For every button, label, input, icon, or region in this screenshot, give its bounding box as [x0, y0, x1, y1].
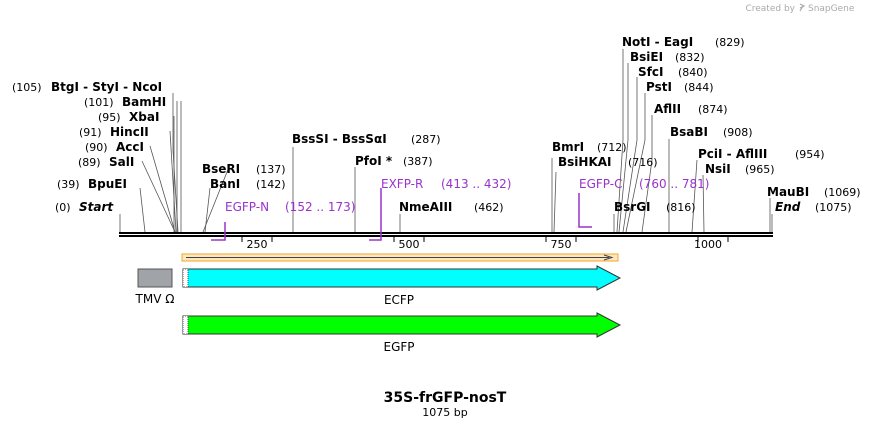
map-length: 1075 bp [422, 406, 467, 419]
site-bpuei: BpuEI [88, 177, 127, 191]
site-pos-hincii: (91) [79, 126, 102, 139]
primer-egfp-n-name: EGFP-N [225, 200, 269, 214]
site-pos-bsabi: (908) [723, 126, 753, 139]
site-nsii: NsiI [705, 162, 731, 176]
site-pos-aflii: (874) [698, 103, 728, 116]
site-pos-pcii: (954) [795, 148, 825, 161]
site-bsabi: BsaBI [670, 125, 708, 139]
site-pos-bmri: (712) [597, 141, 627, 154]
primer-egfp-n-range: (152 .. 173) [285, 200, 355, 214]
start-pos: (0) [55, 201, 71, 214]
site-bsssi: BssSI - BssSαI [292, 132, 387, 146]
primer-egfp-c-range: (760 .. 781) [639, 177, 709, 191]
site-sali: SalI [109, 155, 134, 169]
site-pos-btgi: (105) [12, 81, 42, 94]
feature-egfp[interactable] [182, 312, 622, 338]
backbone [119, 232, 773, 237]
site-bmri: BmrI [552, 140, 584, 154]
primer-exfp-r-range: (413 .. 432) [441, 177, 511, 191]
site-maubi: MauBI [767, 185, 809, 199]
tick-label-250: 250 [247, 238, 268, 251]
site-pos-sfci: (840) [678, 66, 708, 79]
start-label: Start [79, 200, 114, 214]
site-acci: AccI [116, 140, 144, 154]
site-pos-pfoi: (387) [403, 155, 433, 168]
site-nmeaiii: NmeAIII [399, 200, 452, 214]
site-pos-nsii: (965) [745, 163, 775, 176]
feature-ecfp-label: ECFP [384, 293, 414, 307]
primer-exfp-r[interactable]: EXFP-R (413 .. 432) [369, 177, 511, 241]
site-pos-bsiei: (832) [675, 51, 705, 64]
site-btgi-styi-ncoi: BtgI - StyI - NcoI [51, 80, 162, 94]
tick-label-750: 750 [551, 238, 572, 251]
end-pos: (1075) [815, 201, 852, 214]
site-pcii-afliii: PciI - AflIII [698, 147, 767, 161]
scale-ticks [241, 237, 729, 242]
site-pos-bsssi: (287) [411, 133, 441, 146]
site-pos-bamhi: (101) [84, 96, 114, 109]
feature-egfp-label: EGFP [383, 340, 414, 354]
primer-exfp-r-name: EXFP-R [381, 177, 423, 191]
site-bsrgi: BsrGI [614, 200, 651, 214]
map-title: 35S-frGFP-nosT [384, 390, 507, 406]
site-bseri: BseRI [202, 162, 240, 176]
feature-tmv-omega[interactable] [137, 268, 173, 288]
site-pos-xbai: (95) [98, 111, 121, 124]
site-noti-eagi: NotI - EagI [622, 35, 693, 49]
site-bsiei: BsiEI [630, 50, 663, 64]
end-label: End [775, 200, 801, 214]
feature-ecfp[interactable] [182, 265, 622, 291]
site-pos-psti: (844) [684, 81, 714, 94]
site-bsihkai: BsiHKAI [558, 155, 612, 169]
tick-label-1000: 1000 [694, 238, 722, 251]
site-pos-bseri: (137) [256, 163, 286, 176]
site-sfci: SfcI [638, 65, 663, 79]
site-pos-bsihkai: (716) [628, 156, 658, 169]
site-pos-sali: (89) [78, 156, 101, 169]
site-pfoi: PfoI * [355, 154, 393, 168]
orf-arrow[interactable] [181, 253, 619, 262]
site-leader-lines [119, 49, 773, 233]
credit-text: Created by [745, 4, 795, 14]
site-pos-maubi: (1069) [824, 186, 861, 199]
site-pos-acci: (90) [85, 141, 108, 154]
site-aflii: AflII [654, 102, 681, 116]
site-pos-bpuei: (39) [57, 178, 80, 191]
tick-label-500: 500 [399, 238, 420, 251]
site-bani: BanI [210, 177, 240, 191]
site-pos-bsrgi: (816) [666, 201, 696, 214]
primer-egfp-n[interactable]: EGFP-N (152 .. 173) [211, 200, 355, 241]
site-pos-nmeaiii: (462) [474, 201, 504, 214]
credit-brand: SnapGene [808, 4, 855, 14]
site-pos-noti: (829) [715, 36, 745, 49]
site-pos-bani: (142) [256, 178, 286, 191]
feature-tmv-omega-label: TMV Ω [135, 292, 175, 306]
site-hincii: HincII [110, 125, 149, 139]
site-xbai: XbaI [129, 110, 159, 124]
site-bamhi: BamHI [122, 95, 166, 109]
snapgene-logo-icon [799, 3, 806, 12]
primer-egfp-c[interactable]: EGFP-C (760 .. 781) [578, 177, 709, 228]
site-psti: PstI [646, 80, 672, 94]
primer-egfp-c-name: EGFP-C [579, 177, 622, 191]
